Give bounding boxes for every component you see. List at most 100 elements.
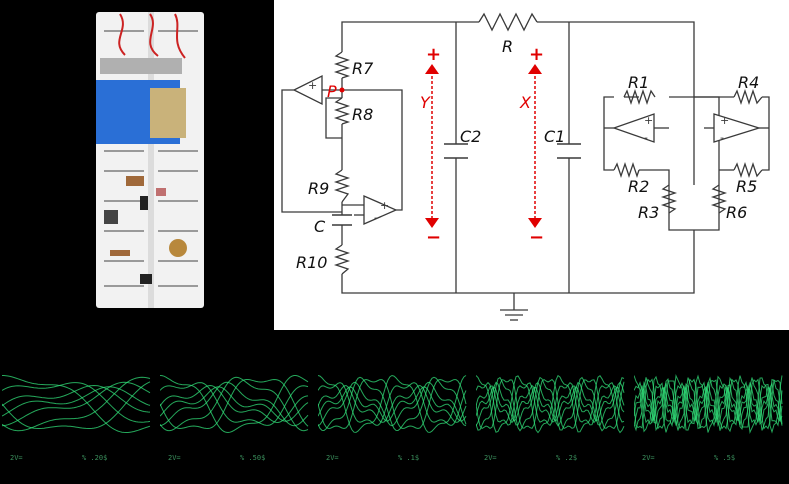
- scope-4-volts: 2V=: [484, 454, 497, 462]
- label-X: X: [519, 93, 532, 112]
- schematic-wires: [281, 21, 770, 310]
- resistor-R3: [660, 184, 678, 214]
- label-R5: R5: [736, 177, 757, 196]
- scope-trace-line: [634, 384, 783, 424]
- scope-trace-line: [318, 382, 467, 426]
- scope-trace-line: [318, 374, 467, 433]
- resistor-R2: [613, 161, 640, 179]
- scope-trace-line: [160, 382, 309, 426]
- opamp4-minus: -: [720, 131, 724, 144]
- scope-traces-5: [634, 373, 783, 435]
- label-C1: C1: [544, 127, 565, 146]
- opamp3-plus: +: [644, 114, 653, 127]
- resistor-R: [478, 12, 538, 32]
- scope-trace-line: [318, 384, 467, 423]
- opamp-2: [363, 195, 398, 225]
- scope-traces-3: [318, 374, 467, 433]
- scope-4-scale: % .2$: [556, 454, 578, 462]
- scope-trace-line: [318, 378, 467, 430]
- label-R: R: [502, 37, 513, 56]
- label-R10: R10: [296, 253, 327, 272]
- scope-trace-line: [160, 381, 309, 427]
- resistor-R9: [333, 169, 351, 203]
- label-C: C: [314, 217, 326, 236]
- red-wires: [118, 13, 186, 59]
- scope-trace-line: [160, 386, 309, 422]
- label-Y: Y: [420, 93, 431, 112]
- opamp-1: [292, 74, 323, 106]
- scope-trace-line: [476, 384, 625, 424]
- scope-trace-line: [2, 381, 151, 429]
- label-R2: R2: [628, 177, 649, 196]
- scope-2-scale: % .50$: [240, 454, 266, 462]
- scope-trace-line: [634, 385, 783, 423]
- y-plus-sign: +: [426, 44, 441, 65]
- scope-trace-line: [476, 374, 625, 434]
- scope-panel-1: 2V= % .20$: [2, 360, 152, 472]
- breadboard-center-channel: [148, 12, 154, 308]
- label-R4: R4: [738, 73, 759, 92]
- scope-trace-line: [2, 376, 151, 432]
- battery-pack: [150, 88, 186, 138]
- electronic-components: [104, 176, 187, 284]
- scope-panel-4: 2V= % .2$: [476, 360, 626, 472]
- ground-icon: [500, 309, 528, 321]
- breadboard-illustration: [96, 12, 204, 308]
- scope-1-scale: % .20$: [82, 454, 108, 462]
- scope-2-volts: 2V=: [168, 454, 181, 462]
- opamp-3: [612, 113, 655, 143]
- resistor-R7: [333, 51, 351, 79]
- label-R1: R1: [628, 73, 649, 92]
- opamp-4: [713, 113, 762, 143]
- label-R9: R9: [308, 179, 329, 198]
- scope-panel-3: 2V= % .1$: [318, 360, 468, 472]
- resistor-R1: [623, 88, 656, 106]
- scope-trace-line: [476, 376, 625, 432]
- node-p-dot: [339, 87, 345, 93]
- scope-trace-line: [160, 378, 309, 430]
- label-C2: C2: [460, 127, 481, 146]
- resistor-R4: [733, 88, 763, 106]
- scope-trace-line: [634, 380, 783, 428]
- scope-trace-line: [160, 376, 309, 432]
- scope-1-volts: 2V=: [10, 454, 23, 462]
- scope-5-scale: % .5$: [714, 454, 736, 462]
- opamp2-plus: +: [380, 199, 389, 212]
- scope-traces-2: [160, 375, 309, 434]
- capacitor-C1: [557, 143, 581, 159]
- scope-trace-line: [2, 382, 151, 423]
- breadboard-photo: [0, 0, 274, 330]
- scope-panel-5: 2V= % .5$: [634, 360, 784, 472]
- scope-trace-line: [476, 381, 625, 427]
- opamp1-plus: +: [308, 79, 317, 92]
- scope-trace-line: [2, 375, 151, 433]
- voltage-arrow-x: [528, 64, 542, 228]
- scope-3-scale: % .1$: [398, 454, 420, 462]
- resistor-R6: [710, 184, 728, 214]
- opamp2-minus: -: [374, 211, 378, 224]
- scope-trace-line: [476, 385, 625, 422]
- voltage-arrow-y: [425, 64, 439, 228]
- battery-holder: [100, 58, 182, 74]
- scope-panel-2: 2V= % .50$: [160, 360, 310, 472]
- label-P: P: [327, 82, 337, 101]
- scope-trace-line: [476, 381, 625, 427]
- scope-trace-line: [318, 386, 467, 422]
- resistor-R8: [333, 97, 351, 125]
- scope-trace-line: [634, 373, 783, 435]
- scope-traces-4: [476, 374, 625, 434]
- x-plus-sign: +: [529, 44, 544, 65]
- scope-trace-line: [2, 381, 151, 427]
- label-R6: R6: [726, 203, 747, 222]
- y-minus-sign: −: [426, 227, 441, 248]
- opamp4-plus: +: [720, 114, 729, 127]
- opamp3-minus: -: [644, 131, 648, 144]
- capacitor-C2: [444, 143, 468, 159]
- scope-3-volts: 2V=: [326, 454, 339, 462]
- resistor-R10: [333, 244, 351, 275]
- capacitor-C: [332, 214, 352, 226]
- scope-trace-line: [318, 381, 467, 427]
- circuit-schematic: + + - + - + - R R7 R8 R9 C R10 C2 C1 R1 …: [274, 0, 789, 330]
- label-R8: R8: [352, 105, 373, 124]
- scope-trace-line: [2, 384, 151, 413]
